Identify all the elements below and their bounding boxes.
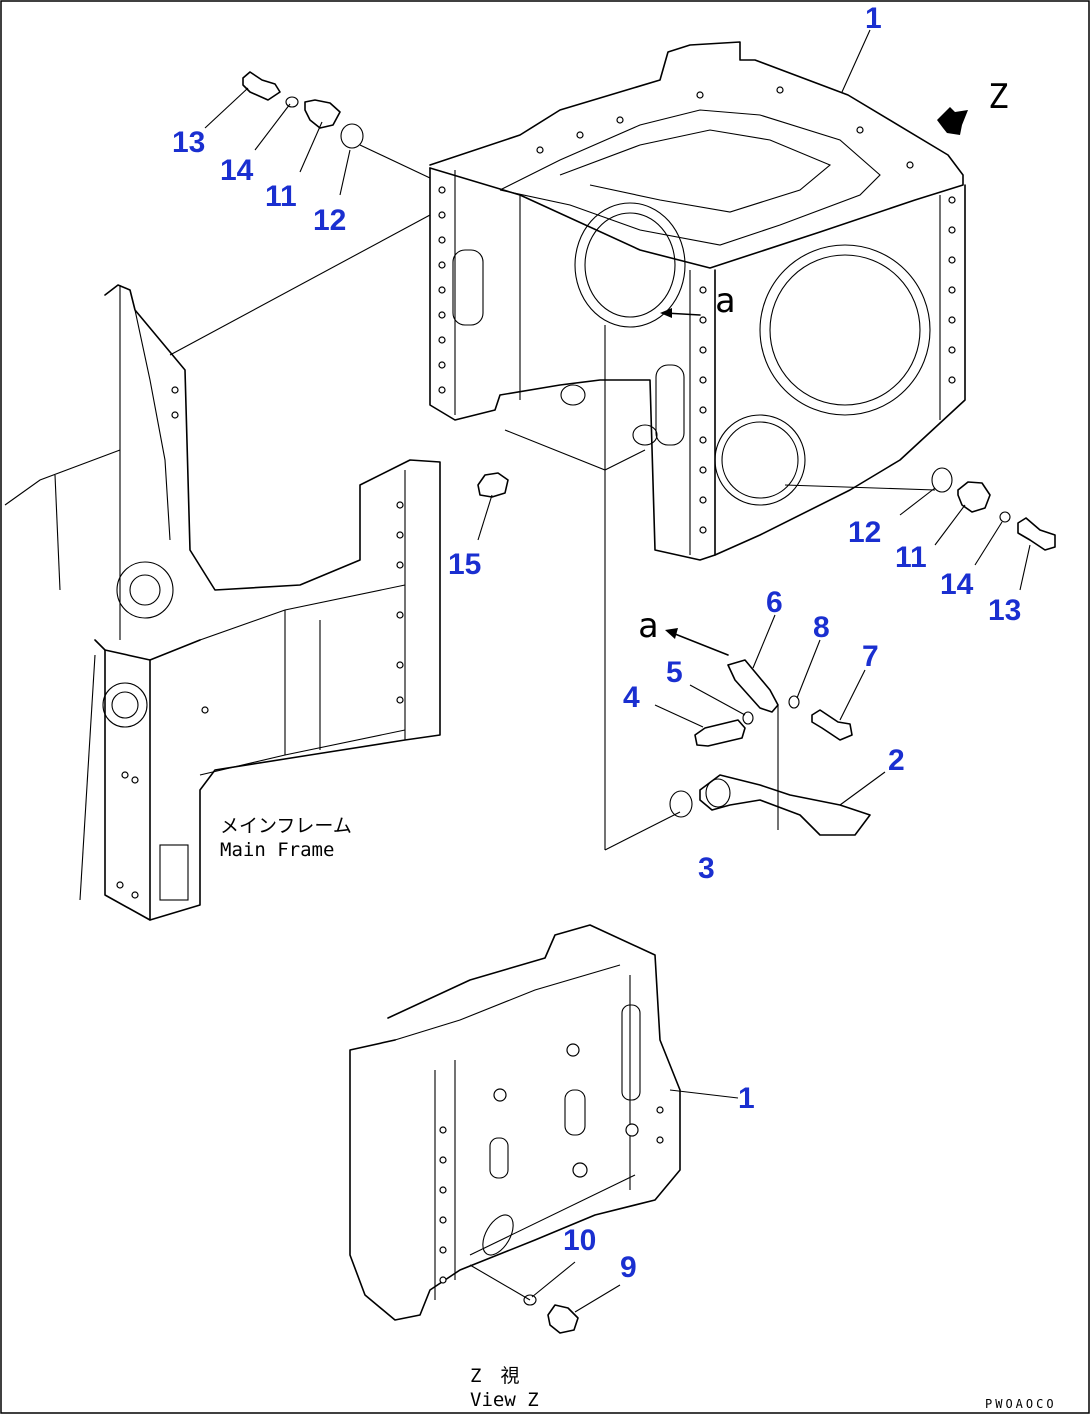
callout-7: 7 <box>862 640 879 673</box>
ref-arrow-lower <box>669 631 729 656</box>
clamp-bolt-group <box>694 659 853 747</box>
pipe-2 <box>699 774 871 836</box>
callout-11-left: 11 <box>265 180 297 213</box>
main-frame-label-en: Main Frame <box>220 839 334 861</box>
cover-parts-right <box>931 467 1056 551</box>
washer-10 <box>523 1294 537 1306</box>
plug-15 <box>477 472 509 498</box>
cover-parts-left <box>242 71 364 149</box>
callout-15: 15 <box>448 548 481 581</box>
callout-4: 4 <box>623 681 640 714</box>
assembly-line-cover-left <box>359 144 431 179</box>
callout-12-left: 12 <box>313 204 346 237</box>
callout-3: 3 <box>698 852 715 885</box>
main-frame-label-jp: メインフレーム <box>220 815 352 837</box>
view-z-label-en: View Z <box>470 1389 539 1411</box>
callout-1-bottom: 1 <box>738 1082 755 1115</box>
callout-1-top: 1 <box>865 2 882 35</box>
callout-10: 10 <box>563 1224 596 1257</box>
transmission-case <box>429 41 966 561</box>
callout-13-left: 13 <box>172 126 205 159</box>
ref-letter-upper: a <box>715 281 735 321</box>
assembly-line-cover-right <box>784 484 936 491</box>
callout-8: 8 <box>813 611 830 644</box>
plug-9 <box>547 1304 579 1334</box>
main-frame <box>4 284 441 921</box>
callout-2: 2 <box>888 744 905 777</box>
callout-9: 9 <box>620 1251 637 1284</box>
assembly-line-frame-to-case <box>169 214 431 356</box>
assembly-line-to-oring <box>604 811 681 851</box>
callout-13-right: 13 <box>988 594 1021 627</box>
o-ring-3 <box>669 790 693 818</box>
leader-lines <box>204 29 1031 1313</box>
view-z-case <box>349 924 681 1321</box>
drawing-code: PWOAOCO <box>985 1397 1057 1411</box>
callout-6: 6 <box>766 586 783 619</box>
callout-14-right: 14 <box>940 568 974 601</box>
view-z-arrow <box>937 107 968 135</box>
view-z-label-jp: Z 視 <box>470 1365 519 1387</box>
callout-5: 5 <box>666 656 683 689</box>
callout-12-right: 12 <box>848 516 881 549</box>
callout-14-left: 14 <box>220 154 254 187</box>
view-z-letter: Z <box>988 77 1008 117</box>
callout-11-right: 11 <box>895 541 927 574</box>
ref-letter-lower: a <box>638 606 658 646</box>
